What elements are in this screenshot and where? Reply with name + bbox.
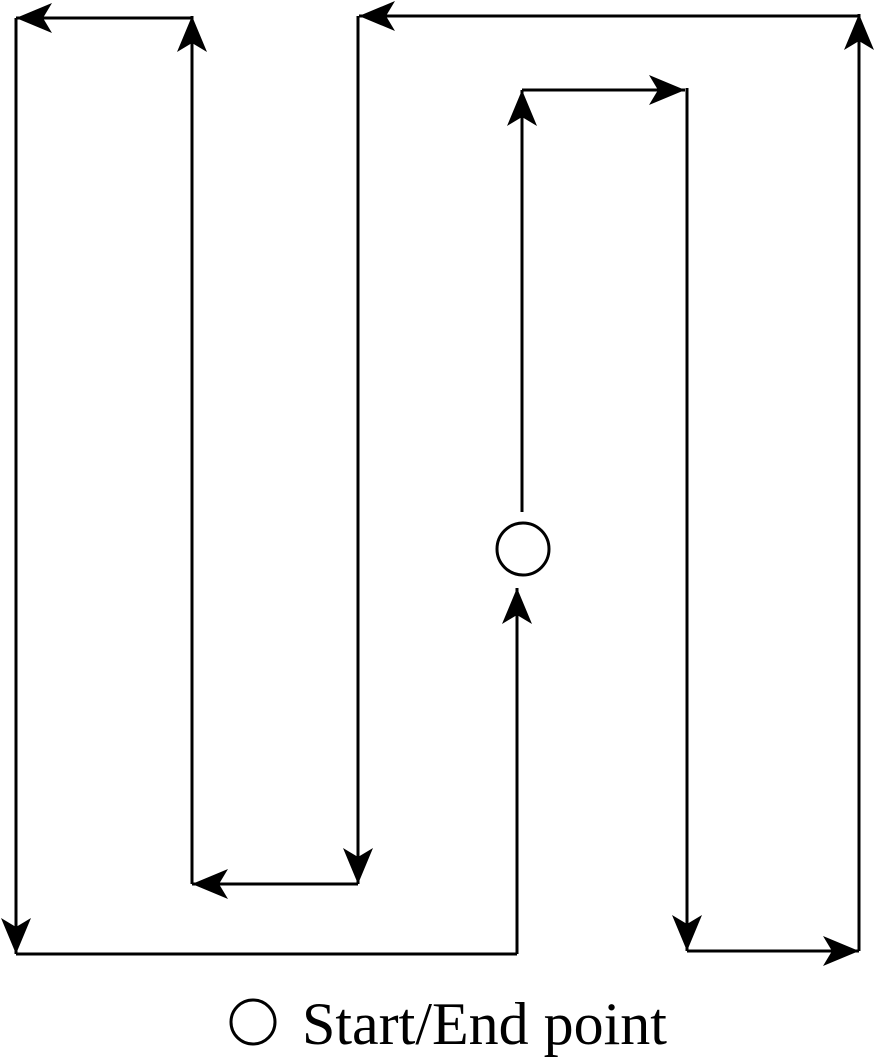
open-circle-icon (229, 998, 277, 1046)
legend-label: Start/End point (302, 991, 667, 1057)
start-end-point-icon (495, 521, 551, 577)
legend: Start/End point (229, 991, 667, 1057)
path-segments (1, 0, 874, 966)
